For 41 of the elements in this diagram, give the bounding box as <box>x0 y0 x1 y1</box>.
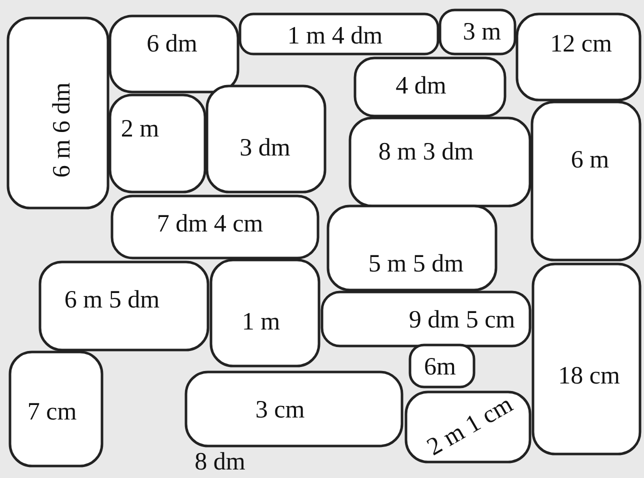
measurement-label: 12 cm <box>550 32 612 56</box>
measurement-label: 6 m <box>570 148 610 172</box>
stone <box>8 18 108 208</box>
stone <box>240 14 438 54</box>
measurement-label: 6 m 5 dm <box>64 288 160 312</box>
stone <box>110 95 205 192</box>
stone <box>322 292 530 346</box>
stone <box>410 345 474 387</box>
stone <box>186 372 402 446</box>
measurement-label: 18 cm <box>558 364 620 388</box>
measurement-label: 6 dm <box>146 32 198 56</box>
stone <box>10 352 102 466</box>
measurement-label: 6m <box>424 354 456 380</box>
measurement-label: 4 dm <box>396 74 446 98</box>
stone <box>112 196 318 258</box>
stone <box>532 102 640 260</box>
measurement-label: 7 cm <box>27 400 77 424</box>
stone <box>406 392 530 462</box>
stone <box>207 86 325 192</box>
measurement-label: 8 m 3 dm <box>378 140 474 164</box>
measurement-label: 5 m 5 dm <box>368 252 464 276</box>
measurement-label: 6 m 6 dm <box>50 82 74 178</box>
stone <box>355 58 505 116</box>
measurement-label: 3 cm <box>255 398 305 422</box>
measurement-label: 3 m <box>462 20 502 44</box>
measurement-label: 2 m 1 cm <box>423 392 517 460</box>
stone <box>517 14 640 100</box>
measurement-label: 9 dm 5 cm <box>408 308 516 332</box>
stone <box>110 16 238 92</box>
stone <box>328 206 496 290</box>
stone <box>533 264 640 454</box>
measurement-label: 7 dm 4 cm <box>156 212 264 236</box>
measurement-label: 1 m <box>242 310 280 334</box>
stone <box>40 262 208 350</box>
measurement-label: 8 dm <box>194 450 246 474</box>
measurement-label: 1 m 4 dm <box>287 24 383 48</box>
stone <box>350 118 530 206</box>
measurement-label: 3 dm <box>240 136 290 160</box>
stone <box>440 10 515 54</box>
stone <box>211 260 319 366</box>
measurement-label: 2 m <box>120 116 160 142</box>
